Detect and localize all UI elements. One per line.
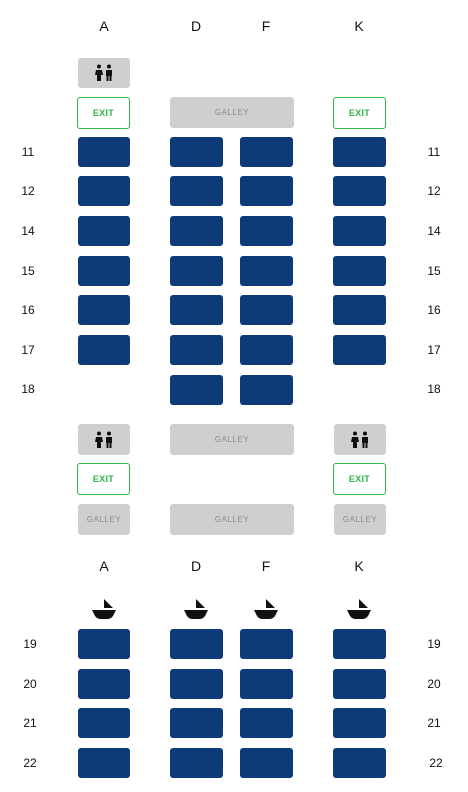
row-number-right: 21: [427, 716, 441, 730]
exit-front-right: EXIT: [333, 97, 386, 129]
seat-14d[interactable]: [170, 216, 223, 246]
seat-11a[interactable]: [78, 137, 130, 167]
seat-15d[interactable]: [170, 256, 223, 286]
lavatory-mid-right: [334, 424, 386, 455]
seat-15a[interactable]: [78, 256, 130, 286]
seat-11d[interactable]: [170, 137, 223, 167]
row-number-left: 18: [21, 382, 35, 396]
row-number-left: 15: [21, 264, 35, 278]
seat-17k[interactable]: [333, 335, 386, 365]
seat-12k[interactable]: [333, 176, 386, 206]
row-number-left: 21: [23, 716, 37, 730]
bassinet-d: [180, 596, 212, 622]
seat-12f[interactable]: [240, 176, 293, 206]
seat-18d[interactable]: [170, 375, 223, 405]
seat-15k[interactable]: [333, 256, 386, 286]
seat-22a[interactable]: [78, 748, 130, 778]
seat-14f[interactable]: [240, 216, 293, 246]
seat-21a[interactable]: [78, 708, 130, 738]
bassinet-icon: [347, 599, 371, 619]
seat-16f[interactable]: [240, 295, 293, 325]
seat-16d[interactable]: [170, 295, 223, 325]
seat-11k[interactable]: [333, 137, 386, 167]
column-header-f-lower: F: [261, 558, 271, 574]
row-number-right: 12: [427, 184, 441, 198]
row-number-right: 16: [427, 303, 441, 317]
bassinet-icon: [184, 599, 208, 619]
galley-mid-center: GALLEY: [170, 424, 294, 455]
seat-18f[interactable]: [240, 375, 293, 405]
seat-19f[interactable]: [240, 629, 293, 659]
seat-21k[interactable]: [333, 708, 386, 738]
row-number-left: 16: [21, 303, 35, 317]
galley-mid-right: GALLEY: [334, 504, 386, 535]
row-number-right: 18: [427, 382, 441, 396]
seat-22f[interactable]: [240, 748, 293, 778]
seat-17d[interactable]: [170, 335, 223, 365]
row-number-right: 15: [427, 264, 441, 278]
row-number-right: 22: [429, 756, 443, 770]
row-number-right: 20: [427, 677, 441, 691]
seat-11f[interactable]: [240, 137, 293, 167]
column-header-a-lower: A: [99, 558, 109, 574]
row-number-left: 14: [21, 224, 35, 238]
column-header-d: D: [190, 18, 202, 34]
row-number-right: 14: [427, 224, 441, 238]
lavatory-mid-left: [78, 424, 130, 455]
galley-mid-left: GALLEY: [78, 504, 130, 535]
seat-21d[interactable]: [170, 708, 223, 738]
seat-12a[interactable]: [78, 176, 130, 206]
seat-16k[interactable]: [333, 295, 386, 325]
column-header-d-lower: D: [190, 558, 202, 574]
seat-17f[interactable]: [240, 335, 293, 365]
row-number-right: 11: [427, 145, 441, 159]
lavatory-front-left: [78, 58, 130, 88]
row-number-right: 19: [427, 637, 441, 651]
seat-14k[interactable]: [333, 216, 386, 246]
galley-mid-center-2: GALLEY: [170, 504, 294, 535]
bassinet-a: [88, 596, 120, 622]
bassinet-icon: [254, 599, 278, 619]
row-number-left: 12: [21, 184, 35, 198]
seat-15f[interactable]: [240, 256, 293, 286]
row-number-left: 20: [23, 677, 37, 691]
seat-22k[interactable]: [333, 748, 386, 778]
seat-12d[interactable]: [170, 176, 223, 206]
exit-front-left: EXIT: [77, 97, 130, 129]
seat-22d[interactable]: [170, 748, 223, 778]
seat-20a[interactable]: [78, 669, 130, 699]
bassinet-icon: [92, 599, 116, 619]
row-number-left: 22: [23, 756, 37, 770]
seat-21f[interactable]: [240, 708, 293, 738]
seat-14a[interactable]: [78, 216, 130, 246]
row-number-right: 17: [427, 343, 441, 357]
exit-mid-left: EXIT: [77, 463, 130, 495]
seat-17a[interactable]: [78, 335, 130, 365]
column-header-k: K: [354, 18, 364, 34]
exit-mid-right: EXIT: [333, 463, 386, 495]
seat-20d[interactable]: [170, 669, 223, 699]
column-header-f: F: [261, 18, 271, 34]
lavatory-icon: [351, 431, 368, 448]
seat-19k[interactable]: [333, 629, 386, 659]
column-header-k-lower: K: [354, 558, 364, 574]
seat-16a[interactable]: [78, 295, 130, 325]
bassinet-k: [343, 596, 375, 622]
bassinet-f: [250, 596, 282, 622]
row-number-left: 17: [21, 343, 35, 357]
seat-19a[interactable]: [78, 629, 130, 659]
row-number-left: 19: [23, 637, 37, 651]
seat-19d[interactable]: [170, 629, 223, 659]
lavatory-icon: [95, 64, 112, 81]
lavatory-icon: [95, 431, 112, 448]
seat-20f[interactable]: [240, 669, 293, 699]
column-header-a: A: [99, 18, 109, 34]
row-number-left: 11: [21, 145, 35, 159]
seat-20k[interactable]: [333, 669, 386, 699]
galley-front-center: GALLEY: [170, 97, 294, 128]
